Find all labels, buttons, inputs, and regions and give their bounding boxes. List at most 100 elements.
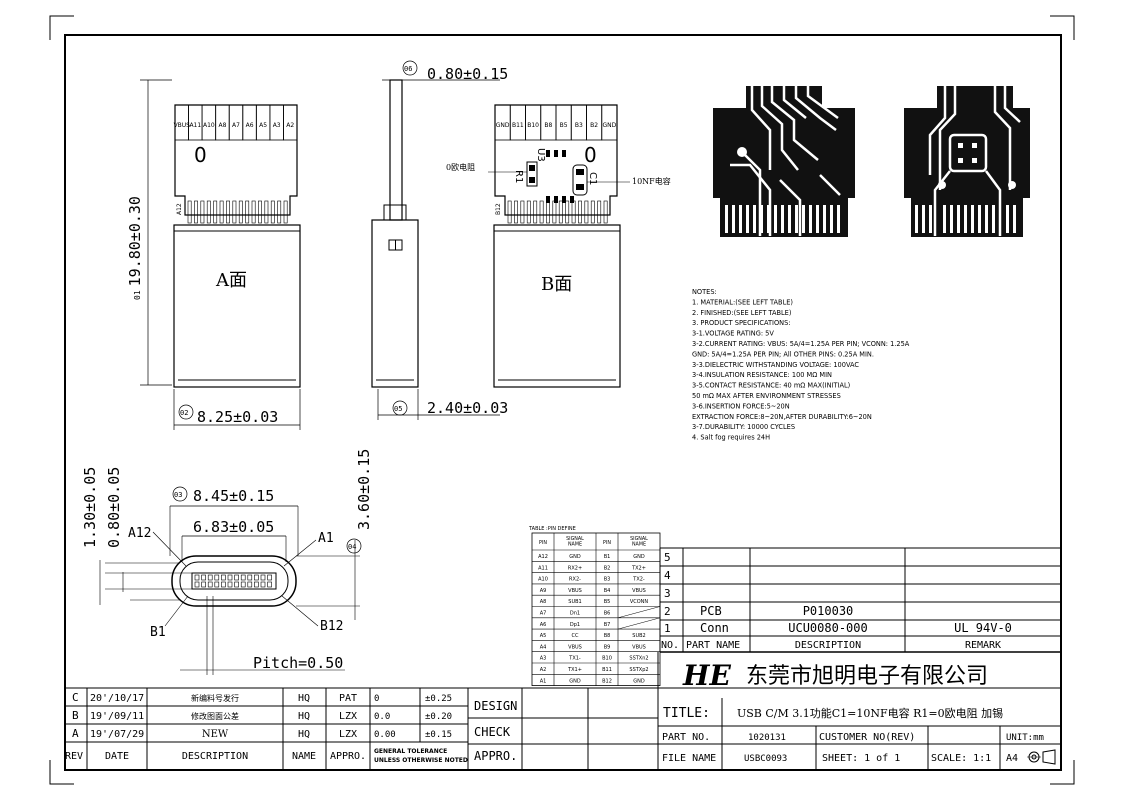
rev-letter: A [72,727,79,740]
a-bottom-finger [283,200,288,224]
b12-small-label: B12 [495,203,502,215]
design-label: DESIGN [474,699,517,713]
a-bottom-finger [226,200,230,224]
front-bottom-pin [267,581,272,588]
pin-table-cell: A9 [540,588,547,594]
rev-header-rev: REV [65,751,83,762]
b-bottom-finger [514,200,518,224]
pin-table-cell: VBUS [568,588,582,594]
dim-0-80-balloon: 06 [404,65,412,73]
front-bottom-pin [240,581,246,588]
pin-table-cell: B10 [602,656,612,662]
b-top-pad-label: B11 [512,122,524,129]
pin-table-cell: B6 [604,611,611,617]
dim-3-60-value: 3.60±0.15 [355,449,373,530]
pin-table-cell: B11 [602,667,612,673]
b-bottom-finger [520,200,525,224]
pin-table-cell: CC [572,633,579,639]
note-line: 3-1.VOLTAGE RATING: 5V [692,330,774,338]
pin-table-cell: RX2- [569,577,581,583]
b-top-pad-label: B10 [527,122,539,129]
dim-8-25: 02 8.25±0.03 [173,389,301,430]
bom-part: Conn [700,621,729,635]
bom-no: 2 [664,605,671,618]
dim-2-40-balloon: 05 [394,405,402,413]
pin-table-cell: TX2+ [631,565,646,571]
a-bottom-finger [245,200,250,224]
a-bottom-finger [213,200,218,224]
title-label: TITLE: [663,706,710,721]
dim-1-30-value: 1.30±0.05 [81,467,99,548]
front-view [105,555,297,607]
pcb-a-image [713,86,855,237]
tol-range: 0.00 [374,730,396,740]
b-top-pad-label: GND [602,122,616,129]
tol-range: 0 [374,694,379,704]
pin-table-cell: SUB1 [568,599,581,605]
rev-appro: LZX [339,729,357,740]
pin-table-cell: B2 [604,565,611,571]
bom-header-remark: REMARK [965,640,1001,651]
rev-letter: C [72,691,79,704]
label-a12: A12 [128,526,151,541]
pin-table-cell: RX2+ [568,565,582,571]
rev-header-desc: DESCRIPTION [182,751,248,762]
pin-table-header: PIN [539,540,547,546]
a-zero-mark: 0 [194,143,207,167]
a-bottom-finger [232,200,237,224]
a-bottom-finger [187,200,192,224]
bom-no: 3 [664,587,671,600]
a-bottom-finger [238,200,243,224]
bom-header-no: NO. [661,640,679,651]
pin-table-cell: A6 [540,622,547,628]
note-line: 1. MATERIAL:(SEE LEFT TABLE) [692,298,793,306]
label-b12: B12 [320,619,343,634]
bom-header-desc: DESCRIPTION [795,640,861,651]
r1-label: R1 [513,170,524,183]
front-top-pin [194,574,200,581]
a-top-pad-label: A2 [286,122,294,129]
dim-8-25-value: 8.25±0.03 [197,408,278,426]
dim-8-25-balloon: 02 [180,409,188,417]
pin-table-cell: A10 [538,577,548,583]
front-bottom-pin [194,581,200,588]
notes-block: NOTES:1. MATERIAL:(SEE LEFT TABLE)2. FIN… [692,288,910,442]
cap-note: 10NF电容 [632,176,671,186]
b-bottom-finger [539,200,544,224]
pin-table-cell: GND [569,554,581,560]
dim-19-80-balloon: 01 [133,290,142,300]
a-top-pad-label: A11 [189,122,201,129]
front-bottom-pin [234,581,239,588]
b-bottom-finger [578,200,582,224]
dim-19-80-label: 0119.80±0.30 [126,196,144,300]
pin-table-cell: A2 [540,667,547,673]
pin-table-cell: A7 [540,611,547,617]
front-bottom-pin [247,581,253,588]
title-block: HE 东莞市旭明电子有限公司 TITLE: USB C/M 3.1功能C1=10… [467,652,1061,770]
a-top-pad-label: A5 [259,122,267,129]
front-top-pin [260,574,266,581]
a-bottom-finger [270,200,275,224]
sheet-label: SHEET: 1 of 1 [822,753,900,764]
dim-8-45-balloon: 03 [174,491,182,499]
note-line: 3-6.INSERTION FORCE:5~20N [692,402,790,410]
pin-table-cell: B5 [604,599,611,605]
front-top-pin [207,574,213,581]
dim-3-60-balloon: 04 [348,543,356,551]
dim-0-80-value: 0.80±0.15 [427,65,508,83]
front-top-pin [221,574,226,581]
tol-value: ±0.15 [425,730,452,740]
front-top-pin [247,574,253,581]
scale-label: SCALE: 1:1 [931,753,991,764]
tol-value: ±0.25 [425,694,452,704]
pin-table-cell: VBUS [568,644,582,650]
pin-table-cell: TX2- [632,577,645,583]
front-bottom-pin [221,581,226,588]
pin-table-cell: A5 [540,633,547,639]
front-top-pin [267,574,272,581]
appro-label: APPRO. [474,749,517,763]
bom-part: PCB [700,604,722,618]
note-line: 3-5.CONTACT RESISTANCE: 40 mΩ MAX(INITIA… [692,382,850,390]
note-line: 3. PRODUCT SPECIFICATIONS: [692,319,790,327]
